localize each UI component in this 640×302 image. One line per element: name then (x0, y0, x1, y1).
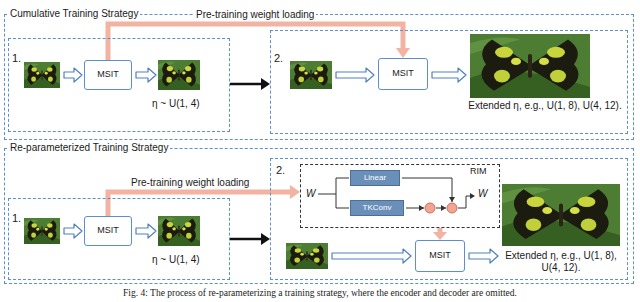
box-label: MSIT (97, 226, 119, 236)
heading-text: 2. (274, 52, 283, 65)
heading-text: 1. (12, 212, 21, 225)
heading-text: 2. (276, 164, 285, 177)
model-box: MSIT (415, 240, 465, 272)
hollow-arrow (64, 224, 82, 238)
model-box: MSIT (84, 216, 132, 246)
butterfly-image (24, 218, 60, 244)
arrowhead (396, 48, 410, 58)
layer-box: TKConv (350, 200, 404, 216)
butterfly-image (290, 61, 332, 89)
signal-label: W (478, 188, 487, 200)
box-label: Linear (364, 174, 386, 183)
hollow-arrow (136, 68, 156, 82)
flow-arrows (64, 68, 498, 263)
butterfly-image (158, 60, 200, 90)
arrowhead (441, 205, 446, 211)
hollow-arrow (64, 68, 82, 82)
box-label: TKConv (363, 204, 392, 213)
butterfly-image (502, 184, 620, 246)
edge-label: Pre-training weight loading (129, 177, 251, 189)
stage-arrow (230, 78, 270, 90)
arrowhead (261, 78, 270, 90)
box-label: MSIT (392, 69, 414, 79)
arrowhead (261, 233, 270, 245)
note-text: η ~ U(1, 4) (152, 254, 200, 266)
wire (402, 178, 452, 202)
stage-box: 1. η ~ U(1, 4) MSIT (8, 38, 230, 132)
stage-box: 2. Extended η, e.g., U(1, 8), U(4, 12). RI… (270, 158, 628, 280)
hollow-arrow (332, 249, 411, 263)
edge-label: Pre-training weight loading (194, 9, 316, 21)
hollow-arrow (336, 68, 374, 82)
arrowhead (470, 193, 475, 199)
model-box: MSIT (84, 60, 132, 90)
connector-line (108, 192, 292, 216)
connector-line (230, 238, 263, 241)
hollow-arrow (432, 68, 466, 82)
heading-text: RIM (470, 166, 487, 177)
wire (406, 196, 474, 208)
butterfly-image (470, 34, 590, 98)
signal-label: W (306, 188, 315, 200)
butterfly-image (286, 243, 328, 269)
stage-box: 1. η ~ U(1, 4) MSIT (8, 198, 230, 280)
note-text: η ~ U(1, 4) (152, 98, 200, 110)
butterfly-image (158, 216, 200, 246)
hollow-arrow (136, 224, 156, 238)
weight-transfer-arrow (433, 228, 447, 240)
stage-arrow (230, 233, 270, 245)
connector-line (230, 83, 263, 86)
heading-text: 1. (12, 52, 21, 65)
note-text: Extended η, e.g., U(1, 8), U(4, 12). (498, 250, 624, 274)
strategy-panel: Re-parameterized Training Strategy1.η ~ … (4, 148, 634, 284)
wire (318, 178, 349, 208)
figure-caption: Fig. 4: The process of re-parameterizing… (0, 288, 640, 299)
arrowhead (419, 205, 424, 211)
strategy-panel: Cumulative Training Strategy1.η ~ U(1, 4… (4, 14, 634, 140)
weight-transfer-arrow (108, 185, 300, 216)
heading-text: Re-parameterized Training Strategy (8, 142, 170, 154)
note-text: Extended η, e.g., U(1, 8), U(4, 12). (466, 100, 624, 112)
layer-box: Linear (350, 170, 400, 186)
box-label: MSIT (97, 70, 119, 80)
heading-text: Cumulative Training Strategy (8, 8, 140, 20)
arrowhead (449, 197, 455, 202)
operator-dot (425, 203, 435, 213)
rim-module: RIM LinearTKConv (300, 164, 500, 228)
model-box: MSIT (378, 58, 428, 90)
arrowhead (433, 232, 447, 240)
box-label: MSIT (429, 251, 451, 261)
operator-dot (447, 203, 457, 213)
arrowhead (290, 185, 300, 199)
stage-box: 2. Extended η, e.g., U(1, 8), U(4, 12). MS… (270, 30, 628, 134)
hollow-arrow (469, 249, 498, 263)
butterfly-image (24, 62, 60, 88)
